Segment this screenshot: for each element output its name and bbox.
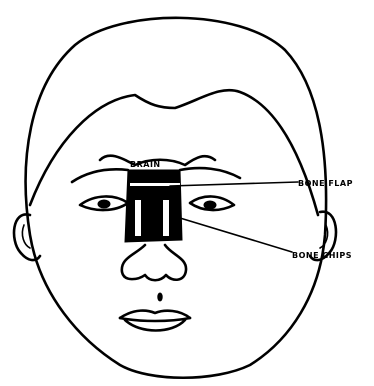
- bone-flap-highlight-left: [135, 200, 141, 236]
- bone-chips-leader: [180, 218, 292, 252]
- bone-flap-area: [125, 170, 182, 242]
- mouth-line: [120, 318, 190, 321]
- mouth-upper: [120, 311, 190, 318]
- bone-flap-highlight-right: [163, 200, 169, 236]
- nose: [122, 245, 186, 280]
- philtrum-mark: [158, 293, 162, 301]
- brain-label: BRAIN: [130, 160, 161, 169]
- right-eyebrow: [180, 168, 240, 178]
- left-eyebrow: [72, 169, 128, 182]
- left-pupil: [98, 200, 110, 208]
- bone-flap-label: BONE FLAP: [298, 179, 353, 188]
- bone-chips-label: BONE CHIPS: [292, 251, 352, 260]
- right-pupil: [204, 201, 216, 209]
- bone-flap-leader: [170, 182, 298, 186]
